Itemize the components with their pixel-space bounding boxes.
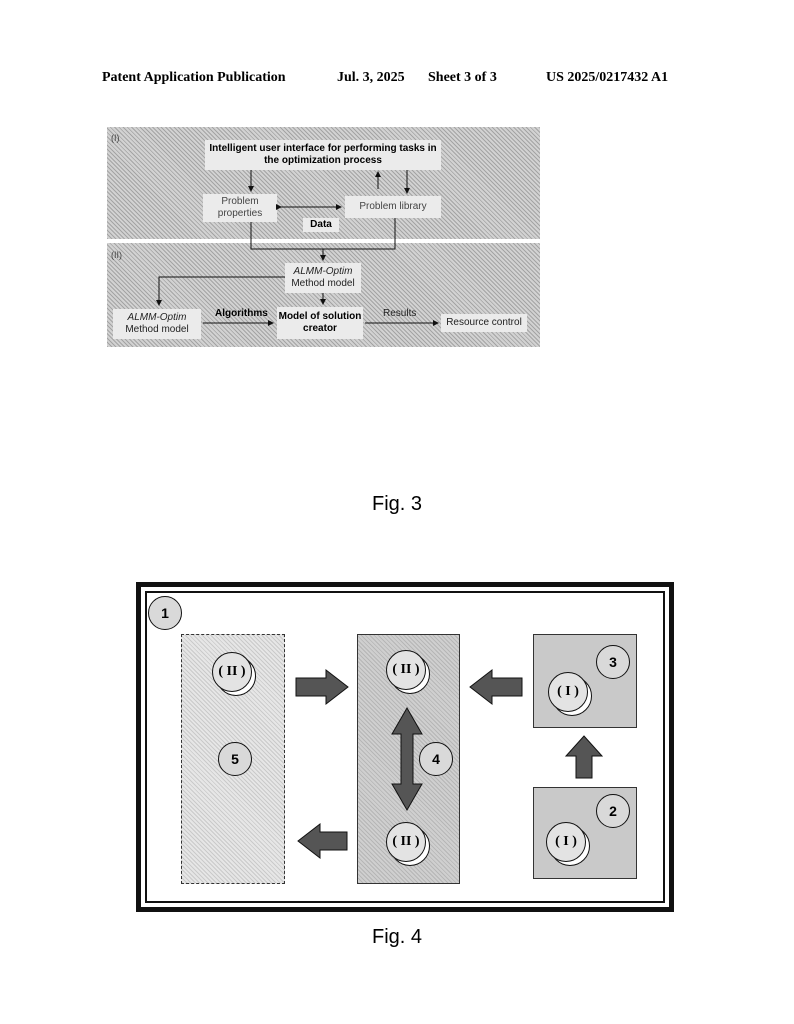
- coin-II-panel5: ( II ): [212, 652, 256, 696]
- fig3-diagram: (I) (II) Intelligent user interface for …: [107, 127, 540, 347]
- resource-control-box: Resource control: [441, 314, 527, 332]
- problem-library-box: Problem library: [345, 196, 441, 218]
- label-2: 2: [596, 794, 630, 828]
- fig3-caption: Fig. 3: [371, 493, 423, 515]
- algorithms-label: Algorithms: [215, 308, 268, 319]
- label-1: 1: [148, 596, 182, 630]
- coin-I-panel3: ( I ): [548, 672, 592, 716]
- section-2-label: (II): [111, 250, 122, 260]
- arrow-double-vertical: [391, 706, 423, 812]
- data-box: Data: [303, 218, 339, 232]
- label-5: 5: [218, 742, 252, 776]
- coin-I-panel2: ( I ): [546, 822, 590, 866]
- label-4: 4: [419, 742, 453, 776]
- section-1-label: (I): [111, 133, 120, 143]
- problem-properties-box: Problem properties: [203, 194, 277, 222]
- coin-II-panel4-bottom: ( II ): [386, 822, 430, 866]
- method-model-left-box: ALMM-Optim Method model: [113, 309, 201, 339]
- intelligent-ui-box: Intelligent user interface for performin…: [205, 140, 441, 170]
- fig3-connectors: [156, 170, 439, 326]
- publication-date: Jul. 3, 2025: [337, 70, 405, 85]
- label-3: 3: [596, 645, 630, 679]
- sheet-number: Sheet 3 of 3: [428, 70, 497, 85]
- coin-II-panel4-top: ( II ): [386, 650, 430, 694]
- patent-number: US 2025/0217432 A1: [546, 70, 669, 85]
- arrow-up: [564, 735, 604, 779]
- publication-title: Patent Application Publication: [102, 70, 286, 85]
- method-model-top-box: ALMM-Optim Method model: [285, 263, 361, 293]
- arrow-right-top: [295, 668, 349, 706]
- results-label: Results: [383, 308, 417, 319]
- arrow-left-top: [469, 668, 523, 706]
- solution-creator-box: Model of solution creator: [277, 307, 363, 339]
- arrow-left-bottom: [297, 822, 348, 860]
- fig4-caption: Fig. 4: [371, 926, 423, 948]
